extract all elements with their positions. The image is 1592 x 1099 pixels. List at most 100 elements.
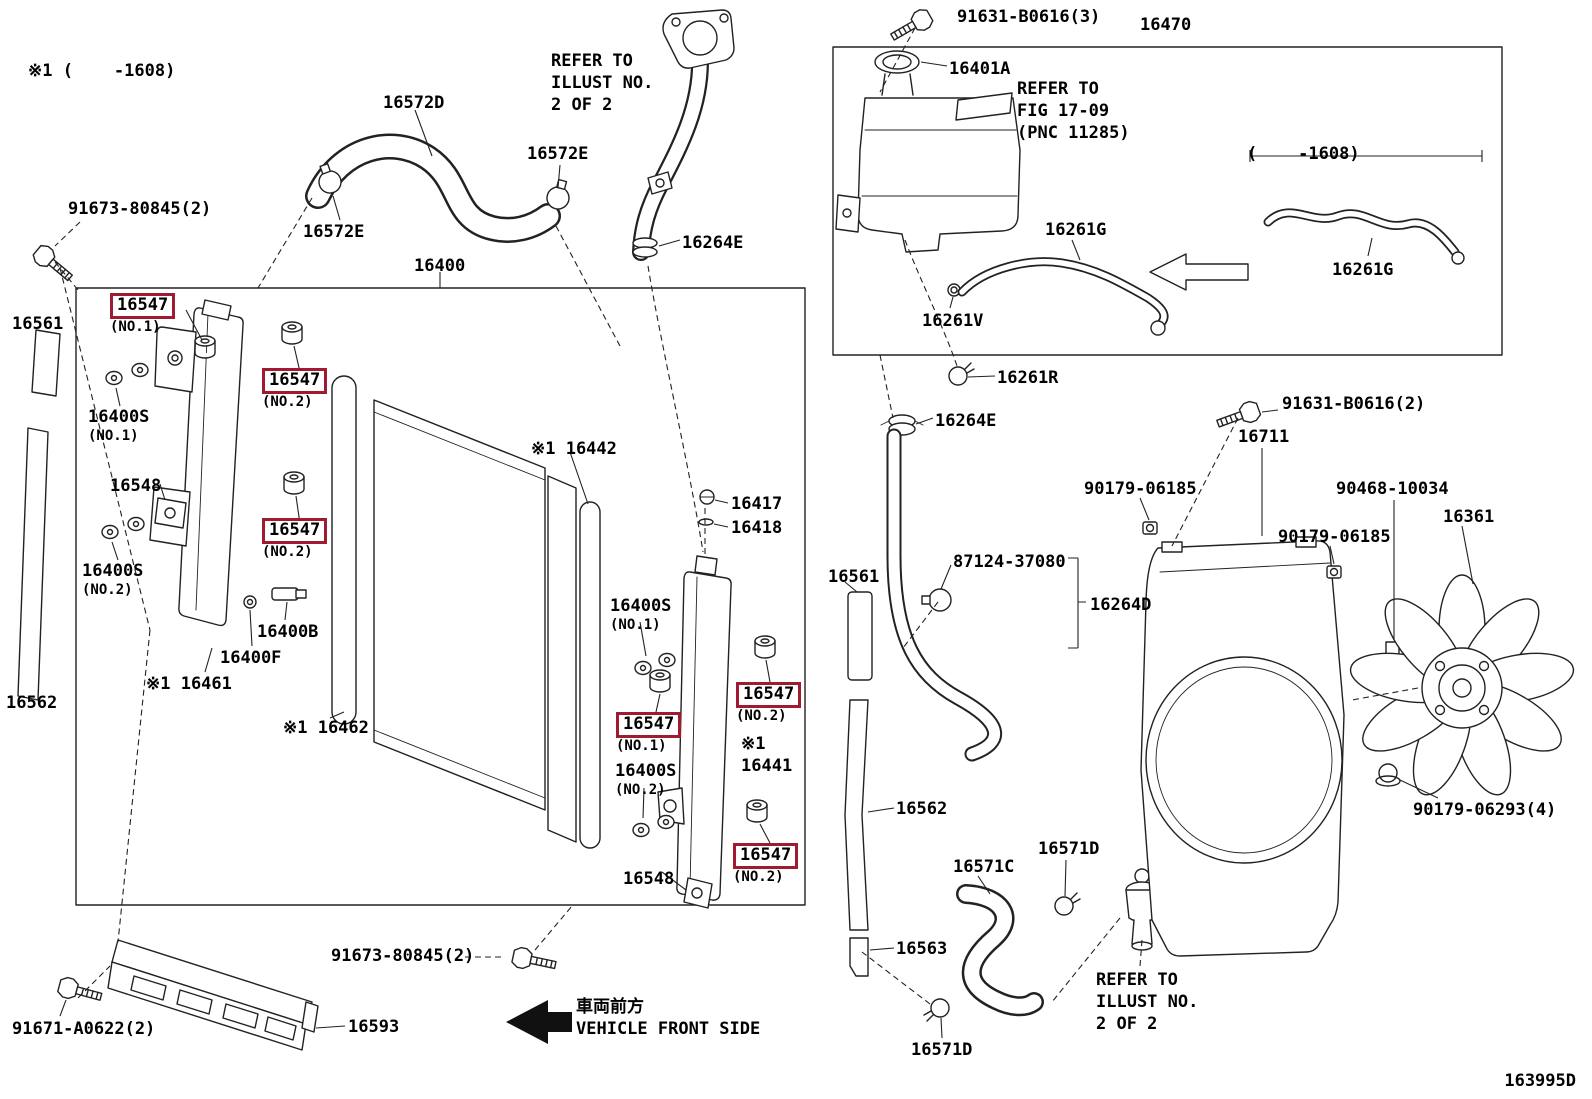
- deflector-16593[interactable]: [107, 939, 319, 1051]
- label-16571C[interactable]: 16571C: [953, 857, 1015, 877]
- label-16547-no2-left-lower[interactable]: 16547(NO.2): [262, 518, 328, 560]
- label-91671-A0622[interactable]: 91671-A0622(2): [12, 1019, 156, 1039]
- label-16547-no2-mid-lower[interactable]: 16547(NO.2): [733, 843, 799, 885]
- fig-callout-tag: [955, 92, 1013, 121]
- label-16442[interactable]: ※1 16442: [531, 439, 617, 459]
- label-16261G-left[interactable]: 16261G: [1045, 220, 1107, 240]
- label-16418[interactable]: 16418: [731, 518, 783, 538]
- label-16562-left[interactable]: 16562: [6, 693, 58, 713]
- pad-16561-left[interactable]: [31, 329, 61, 397]
- upper-hose-16572D[interactable]: [305, 133, 561, 243]
- label-16572E-right[interactable]: 16572E: [527, 144, 589, 164]
- label-16548-left[interactable]: 16548: [110, 476, 162, 496]
- label-16562-mid[interactable]: 16562: [896, 799, 948, 819]
- label-16461[interactable]: ※1 16461: [146, 674, 232, 694]
- seal-16562-left[interactable]: [17, 427, 49, 701]
- bracket-16548-left[interactable]: [154, 497, 187, 529]
- radiator-core[interactable]: [373, 399, 577, 843]
- label-16400B[interactable]: 16400B: [257, 622, 319, 642]
- label-16547-no2-mid-upper[interactable]: 16547(NO.2): [736, 682, 802, 724]
- bracket-16548-mid[interactable]: [683, 877, 713, 909]
- label-16264E-mid[interactable]: 16264E: [935, 411, 997, 431]
- label-16593[interactable]: 16593: [348, 1017, 400, 1037]
- label-16401A[interactable]: 16401A: [949, 59, 1011, 79]
- label-91673-80845-bottom[interactable]: 91673-80845(2): [331, 946, 475, 966]
- label-16462[interactable]: ※1 16462: [283, 718, 369, 738]
- hose-16261G-left[interactable]: [957, 257, 1169, 336]
- label-91631-B0616-2[interactable]: 91631-B0616(2): [1282, 394, 1426, 414]
- label-16261G-right[interactable]: 16261G: [1332, 260, 1394, 280]
- label-16264E-top[interactable]: 16264E: [682, 233, 744, 253]
- doc-code: 163995D: [1504, 1071, 1576, 1091]
- label-16400S-no2-mid[interactable]: 16400S(NO.2): [615, 761, 677, 799]
- water-inlet-pipe[interactable]: [632, 9, 735, 261]
- label-16711[interactable]: 16711: [1238, 427, 1290, 447]
- cap-16417[interactable]: [699, 489, 715, 505]
- label-90179-06185-right[interactable]: 90179-06185: [1278, 527, 1391, 547]
- hose-16264D[interactable]: [886, 428, 1003, 762]
- label-16441[interactable]: ※1 16441: [741, 734, 793, 777]
- clamp-16264E-top[interactable]: [632, 237, 658, 258]
- label-16572E-left[interactable]: 16572E: [303, 222, 365, 242]
- note-refer-fig-17-09: REFER TO FIG 17-09 (PNC 11285): [1017, 79, 1130, 144]
- note-refer-illust-bottom: REFER TO ILLUST NO. 2 OF 2: [1096, 970, 1199, 1035]
- label-16400S-no1-left-sub: (NO.1): [88, 428, 139, 445]
- seal-16462[interactable]: [331, 375, 357, 725]
- label-16547-no2-left-lower-sub: (NO.2): [262, 543, 313, 560]
- drain-plug-16400B[interactable]: [271, 587, 307, 601]
- pad-16561-mid[interactable]: [847, 591, 873, 681]
- clamp-16264E-mid[interactable]: [880, 414, 924, 436]
- label-16400S-no2-left[interactable]: 16400S(NO.2): [82, 561, 144, 599]
- reservoir-tank-16470[interactable]: [835, 73, 1021, 253]
- label-16261V[interactable]: 16261V: [922, 311, 984, 331]
- label-16561-mid[interactable]: 16561: [828, 567, 880, 587]
- label-16572D[interactable]: 16572D: [383, 93, 445, 113]
- label-16264D[interactable]: 16264D: [1090, 595, 1152, 615]
- label-16547-no2-left-upper[interactable]: 16547(NO.2): [262, 368, 328, 410]
- label-16548-mid[interactable]: 16548: [623, 869, 675, 889]
- label-87124-37080[interactable]: 87124-37080: [953, 552, 1066, 572]
- label-90179-06293[interactable]: 90179-06293(4): [1413, 800, 1557, 820]
- pad-16563[interactable]: [849, 937, 869, 977]
- label-16400F[interactable]: 16400F: [220, 648, 282, 668]
- label-16361[interactable]: 16361: [1443, 507, 1495, 527]
- label-16563[interactable]: 16563: [896, 939, 948, 959]
- label-16547-no1-mid-sub: (NO.1): [616, 737, 667, 754]
- vehicle-front-arrow-icon: [506, 1000, 572, 1044]
- label-90468-10034[interactable]: 90468-10034: [1336, 479, 1449, 499]
- lower-hose-16571C[interactable]: [956, 884, 1044, 1017]
- label-16400S-no1-mid[interactable]: 16400S(NO.1): [610, 596, 672, 634]
- label-91631-B0616-3[interactable]: 91631-B0616(3): [957, 7, 1101, 27]
- label-16400[interactable]: 16400: [414, 256, 466, 276]
- label-16261R[interactable]: 16261R: [997, 368, 1059, 388]
- oring-16400F[interactable]: [243, 595, 257, 609]
- cooling-fan-16361[interactable]: [1346, 574, 1578, 803]
- label-16547-no1-mid[interactable]: 16547(NO.1): [616, 712, 682, 754]
- seal-16442[interactable]: [579, 501, 601, 849]
- label-16547-no2-left-upper-sub: (NO.2): [262, 393, 313, 410]
- label-16571D-upper[interactable]: 16571D: [1038, 839, 1100, 859]
- label-16470[interactable]: 16470: [1140, 15, 1192, 35]
- reservoir-cap-16401A[interactable]: [874, 50, 920, 74]
- note-refer-illust-top: REFER TO ILLUST NO. 2 OF 2: [551, 51, 654, 116]
- label-16400S-no1-left[interactable]: 16400S(NO.1): [88, 407, 150, 445]
- label-16417[interactable]: 16417: [731, 494, 783, 514]
- note-vehicle-front: 車両前方 VEHICLE FRONT SIDE: [576, 997, 761, 1040]
- label-16547-no1-left[interactable]: 16547(NO.1): [110, 293, 176, 335]
- fan-shroud-16711[interactable]: [1140, 536, 1400, 957]
- gasket-16418[interactable]: [698, 518, 714, 526]
- fan-nut-90179-06293[interactable]: [1375, 763, 1401, 787]
- label-16561-left[interactable]: 16561: [12, 314, 64, 334]
- label-91673-80845-top[interactable]: 91673-80845(2): [68, 199, 212, 219]
- label-16400S-no2-mid-sub: (NO.2): [615, 782, 666, 799]
- seal-16562-mid[interactable]: [844, 699, 869, 931]
- label-16571D-lower[interactable]: 16571D: [911, 1040, 973, 1060]
- label-90179-06185-left[interactable]: 90179-06185: [1084, 479, 1197, 499]
- hose-16261G-right[interactable]: [1263, 208, 1465, 265]
- note-variant-top-left: ※1 ( -1608): [28, 61, 176, 81]
- dashed-reference-lines: [54, 27, 1419, 1005]
- label-16547-no2-mid-lower-sub: (NO.2): [733, 868, 784, 885]
